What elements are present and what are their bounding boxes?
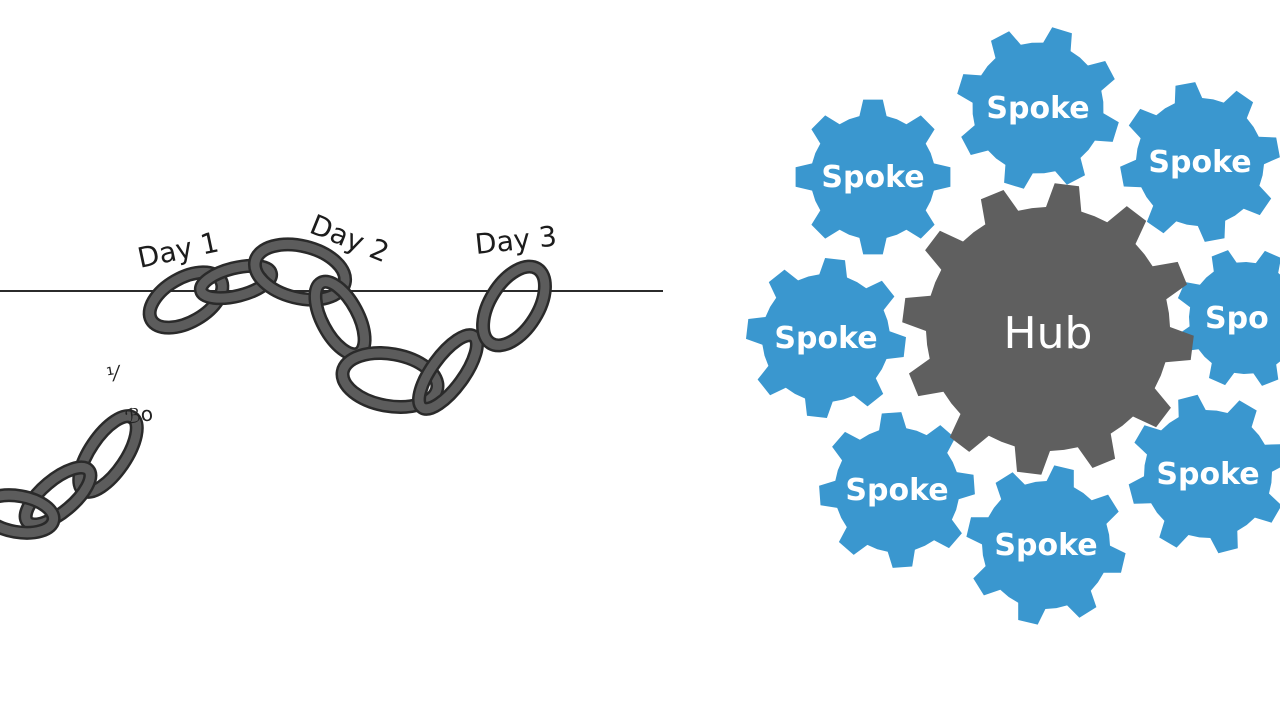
scribble-mark-2: ℬo [123,401,154,429]
spoke-gear: Spoke [966,465,1126,625]
spoke-gear-shape [957,27,1119,189]
spoke-gear-shape [1177,250,1280,386]
spoke-label: Spoke [821,160,924,195]
spoke-gear-shape [746,258,906,418]
spoke-label: Spoke [994,528,1097,563]
scribble-mark-1: ⅟ [105,361,125,387]
spoke-gear: Spoke [746,258,906,418]
chain-link [193,258,279,306]
spoke-label: Spoke [774,321,877,356]
spoke-gear-shape [795,99,951,255]
chain-links [0,237,552,540]
hub-gear: Hub [902,183,1194,475]
spoke-gear-shape [1128,394,1280,554]
spoke-gear: Spo [1177,250,1280,386]
spoke-label: Spoke [1156,457,1259,492]
spoke-gear-shape [966,465,1126,625]
spoke-gear-shape [819,412,975,568]
spoke-label: Spoke [845,473,948,508]
chain-link [18,460,98,532]
spoke-label: Spoke [986,91,1089,126]
chain-link [247,237,353,307]
hub-gear-shape [902,183,1194,475]
spoke-gear: Spoke [1128,394,1280,554]
chain-link [0,488,61,540]
spoke-gear: Spoke [1120,82,1280,242]
spoke-label: Spoke [1148,145,1251,180]
spoke-gear: Spoke [957,27,1119,189]
spoke-gear: Spoke [795,99,951,255]
spoke-label: Spo [1205,301,1269,336]
day-3-label: Day 3 [473,220,558,261]
spoke-gear-shape [1120,82,1280,242]
spoke-gear: Spoke [819,412,975,568]
chain-link [142,265,230,335]
chain-link [412,328,484,416]
chain-link [476,259,552,353]
hub-label: Hub [1004,308,1093,359]
chain-diagram: Day 1 Day 2 Day 3 ⅟ ℬo [0,208,663,540]
day-2-label: Day 2 [305,208,393,269]
